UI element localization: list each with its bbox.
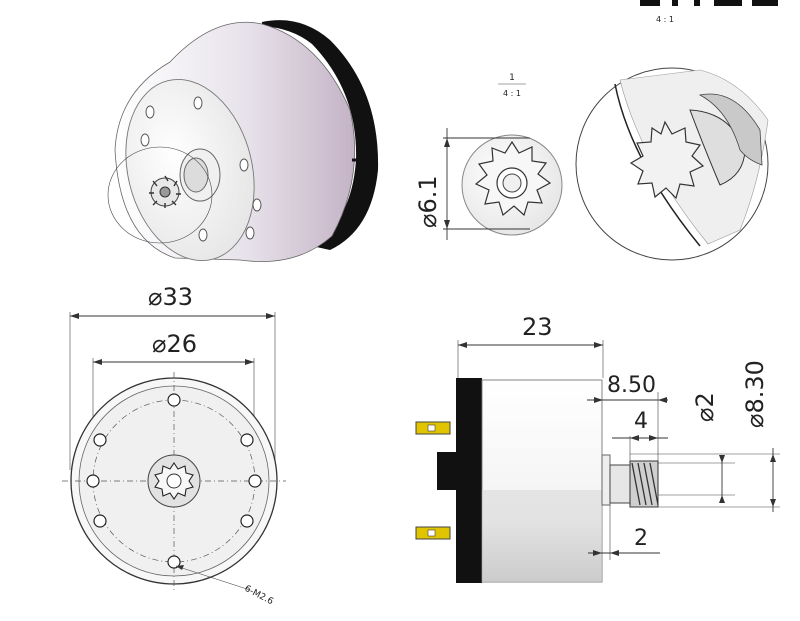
dim-shaft-length: 8.50 xyxy=(607,373,656,398)
pinion-gear-iso xyxy=(149,175,181,208)
shaft-boss-iso xyxy=(179,148,221,202)
dim-outer-diameter: ⌀33 xyxy=(148,283,193,311)
zoom-detail-view xyxy=(575,67,769,261)
terminals xyxy=(415,421,451,540)
brush-holder-block xyxy=(437,452,485,490)
dim-bolt-circle: ⌀26 xyxy=(152,330,197,358)
side-view: 23 8.50 4 2 xyxy=(415,313,780,583)
front-view: ⌀33 ⌀26 6-M2.6 xyxy=(62,283,286,607)
scale-top: 1 xyxy=(509,73,515,83)
isometric-view xyxy=(107,20,379,262)
dim-gear-diameter: ⌀8.30 xyxy=(741,360,769,428)
gear-zoom xyxy=(629,93,763,200)
mounting-holes-iso xyxy=(140,96,262,242)
output-shaft-gear xyxy=(609,460,659,508)
dim-shaft-diameter: ⌀2 xyxy=(691,392,719,422)
mounting-holes-front xyxy=(86,393,262,569)
dim-gear-length: 4 xyxy=(634,409,648,434)
corner-scale: 4 : 1 xyxy=(656,15,674,24)
dim-body-length: 23 xyxy=(522,313,553,341)
front-detail-view: 1 4 : 1 ⌀6.1 xyxy=(414,73,563,240)
detail-circle-iso xyxy=(107,146,213,244)
shaft-bearing-boss xyxy=(601,454,611,506)
title-block-fragment: 4 : 1 xyxy=(640,0,778,24)
dim-gear-tip-dia: ⌀6.1 xyxy=(414,175,442,228)
scale-bottom: 4 : 1 xyxy=(503,89,521,98)
dim-gear-offset: 2 xyxy=(634,526,648,551)
gear-detail xyxy=(474,140,552,217)
motor-body-iso xyxy=(114,20,379,262)
callout-holes: 6-M2.6 xyxy=(243,584,275,608)
shaft-boss-front xyxy=(147,454,201,508)
